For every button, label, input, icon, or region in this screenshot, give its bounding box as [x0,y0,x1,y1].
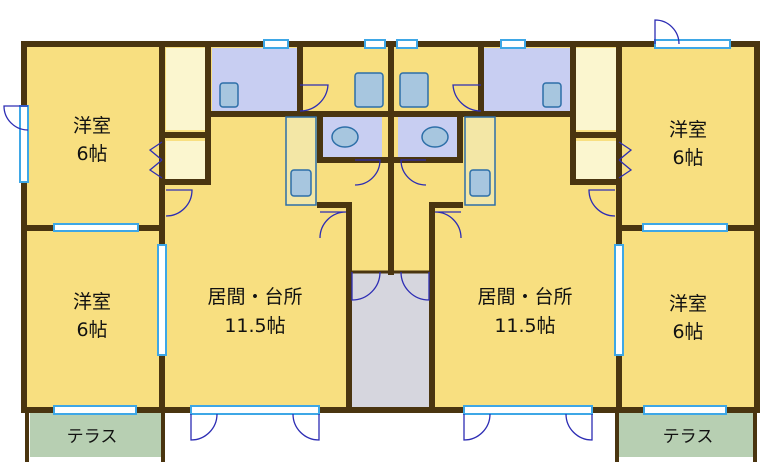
window [642,223,728,232]
door-swing [400,271,430,301]
closet-door [148,141,163,179]
room-labels: 洋室 6帖 洋室 6帖 居間・台所 11.5帖 居間・台所 11.5帖 洋室 6… [67,115,714,447]
room-name: 洋室 [73,115,111,137]
room-size: 11.5帖 [494,315,555,337]
toilet-icon [421,126,449,148]
left-closet-small [166,141,206,179]
window [263,39,289,49]
window [190,405,320,415]
door-swing [354,159,381,186]
room-size: 6帖 [672,321,703,343]
doors [3,19,680,441]
room-name: 洋室 [669,293,707,315]
window [500,39,526,49]
washbasin-icon [542,82,562,108]
window [53,405,137,415]
door-swing [463,413,491,441]
left-closet-top [166,48,206,130]
window [53,223,139,232]
bathtub-icon [399,72,429,108]
door-swing [565,413,593,441]
door-swing [434,211,462,239]
windows [19,39,731,415]
central-corridor [349,272,432,410]
door-swing [190,413,218,441]
door-swing [452,84,482,112]
closet-door [618,141,633,179]
right-terrace [619,413,753,457]
window [396,39,418,49]
room-name: 居間・台所 [477,286,572,308]
sink-icon [469,169,491,197]
window [643,405,727,415]
room-size: 6帖 [672,147,703,169]
room-name: 洋室 [669,119,707,141]
window [157,244,167,356]
room-size: 6帖 [76,319,107,341]
door-swing [319,211,347,239]
right-closet-top [576,48,616,130]
fixtures [219,72,562,206]
room-size: 11.5帖 [224,315,285,337]
terrace-label: テラス [663,427,714,447]
door-swing [654,19,680,45]
window [19,105,29,183]
toilet-icon [331,126,359,148]
left-terrace [30,413,162,457]
room-size: 6帖 [76,143,107,165]
door-swing [165,189,193,217]
right-closet-small [576,141,616,179]
bathtub-icon [354,72,384,108]
window [463,405,593,415]
door-swing [588,189,616,217]
door-swing [292,413,320,441]
room-name: 居間・台所 [207,286,302,308]
door-swing [351,271,381,301]
terrace-label: テラス [67,427,118,447]
window [364,39,386,49]
sink-icon [290,169,312,197]
room-name: 洋室 [73,291,111,313]
door-swing [3,105,29,131]
window [654,39,731,49]
door-swing [400,159,427,186]
door-swing [299,84,329,112]
window [614,244,624,356]
washbasin-icon [219,82,239,108]
